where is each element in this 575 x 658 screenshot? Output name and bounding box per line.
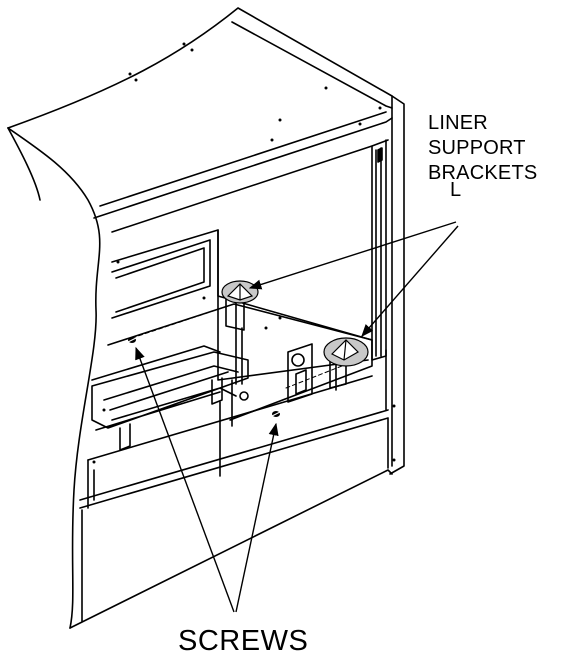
left-bracket-post [225,297,245,385]
arrow-to-left-bracket [248,221,457,290]
cabinet-bottom-panel [69,469,393,629]
front-lower-edge [79,349,389,509]
liner-support-brackets-label: LINER SUPPORT BRACKETS L [428,112,537,204]
cabinet-right-side-edge [389,95,405,475]
arrow-to-right-screw [235,422,279,613]
liner-label-line3: BRACKETS [428,162,538,184]
front-cover-sheet [7,127,101,629]
arrow-to-left-screw [135,346,235,613]
cabinet-top-panel [7,7,393,129]
front-frame-top [111,139,389,233]
liner-support-bracket-right [323,337,369,367]
fastener-dots [92,42,396,464]
burner-tray [91,351,249,451]
liner-support-bracket-left [221,280,259,304]
front-frame-right [371,139,387,361]
liner-label-line4: L [450,179,462,201]
arrow-to-right-bracket [361,225,459,337]
screws-label: SCREWS [178,625,309,657]
cabinet-floor [107,303,373,421]
liner-label-line2: SUPPORT [428,137,526,159]
opening-top-edge [111,229,219,297]
liner-label-line1: LINER [428,112,488,134]
screw-right [271,411,281,417]
leader-arrows [135,221,459,613]
cabinet-front-top-edge [93,111,393,219]
inner-window [111,239,211,319]
screw-left [127,337,137,343]
